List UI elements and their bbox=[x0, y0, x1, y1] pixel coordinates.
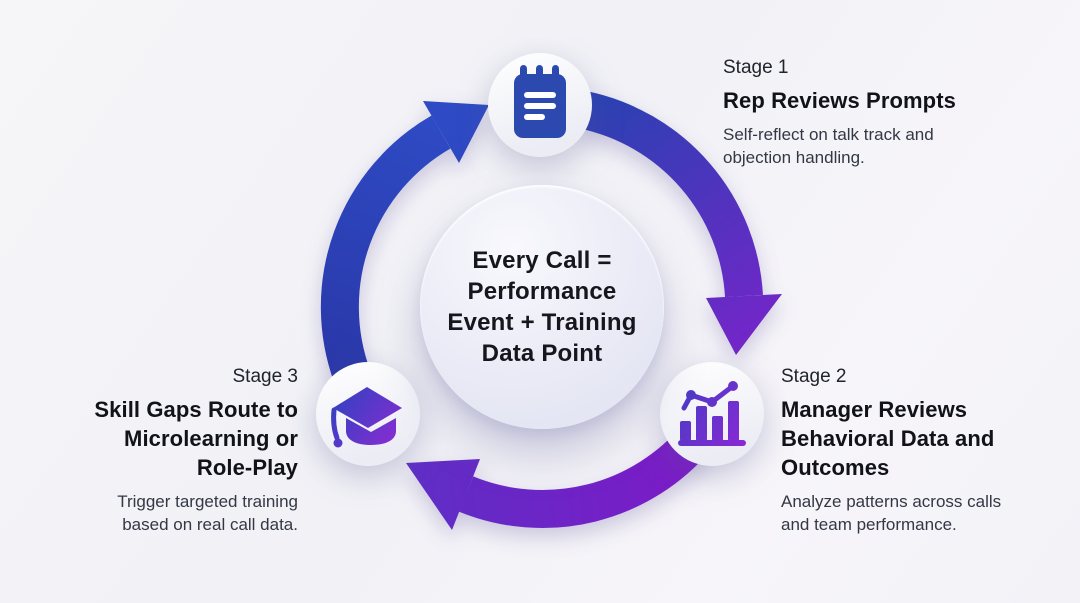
arrowhead-upright-icon bbox=[423, 101, 489, 163]
stage-1-description: Self-reflect on talk track and objection… bbox=[723, 125, 934, 167]
center-circle: Every Call = Performance Event + Trainin… bbox=[420, 185, 664, 429]
stage-2-label: Stage 2 bbox=[781, 366, 847, 387]
arrowhead-down-icon bbox=[706, 294, 782, 355]
stage-2-text-block: Stage 2 Manager Reviews Behavioral Data … bbox=[781, 366, 1029, 536]
stage-3-node bbox=[316, 362, 420, 466]
stage-2-node bbox=[660, 362, 764, 466]
stage-3-description: Trigger targeted training based on real … bbox=[117, 492, 298, 534]
stage-2-description: Analyze patterns across calls and team p… bbox=[781, 492, 1002, 534]
stage-1-label: Stage 1 bbox=[723, 57, 789, 78]
stage-1-title: Rep Reviews Prompts bbox=[723, 88, 956, 113]
graduation-cap-icon bbox=[331, 387, 402, 448]
notepad-icon bbox=[514, 65, 566, 138]
arrowhead-upleft-icon bbox=[406, 459, 480, 530]
stage-3-title: Skill Gaps Route to Microlearning or Rol… bbox=[94, 397, 298, 480]
center-message-line: Performance bbox=[467, 278, 617, 305]
center-message-line: Data Point bbox=[481, 340, 603, 367]
arrow-stage1-to-stage2 bbox=[579, 91, 782, 355]
stage-2-title: Manager Reviews Behavioral Data and Outc… bbox=[781, 397, 995, 480]
stage-3-label: Stage 3 bbox=[232, 366, 299, 387]
stage-1-text-block: Stage 1 Rep Reviews Prompts Self-reflect… bbox=[723, 57, 975, 169]
stage-3-text-block: Stage 3 Skill Gaps Route to Microlearnin… bbox=[93, 366, 298, 536]
center-message: Every Call = Performance Event + Trainin… bbox=[447, 245, 636, 369]
arrow-stage3-to-stage1 bbox=[320, 101, 489, 383]
arrow-stage2-to-stage3 bbox=[406, 424, 712, 530]
bar-chart-trend-icon bbox=[678, 381, 746, 446]
stage-1-node bbox=[488, 53, 592, 157]
center-message-line: Event + Training bbox=[447, 309, 637, 336]
center-message-line: Every Call = bbox=[472, 247, 612, 274]
